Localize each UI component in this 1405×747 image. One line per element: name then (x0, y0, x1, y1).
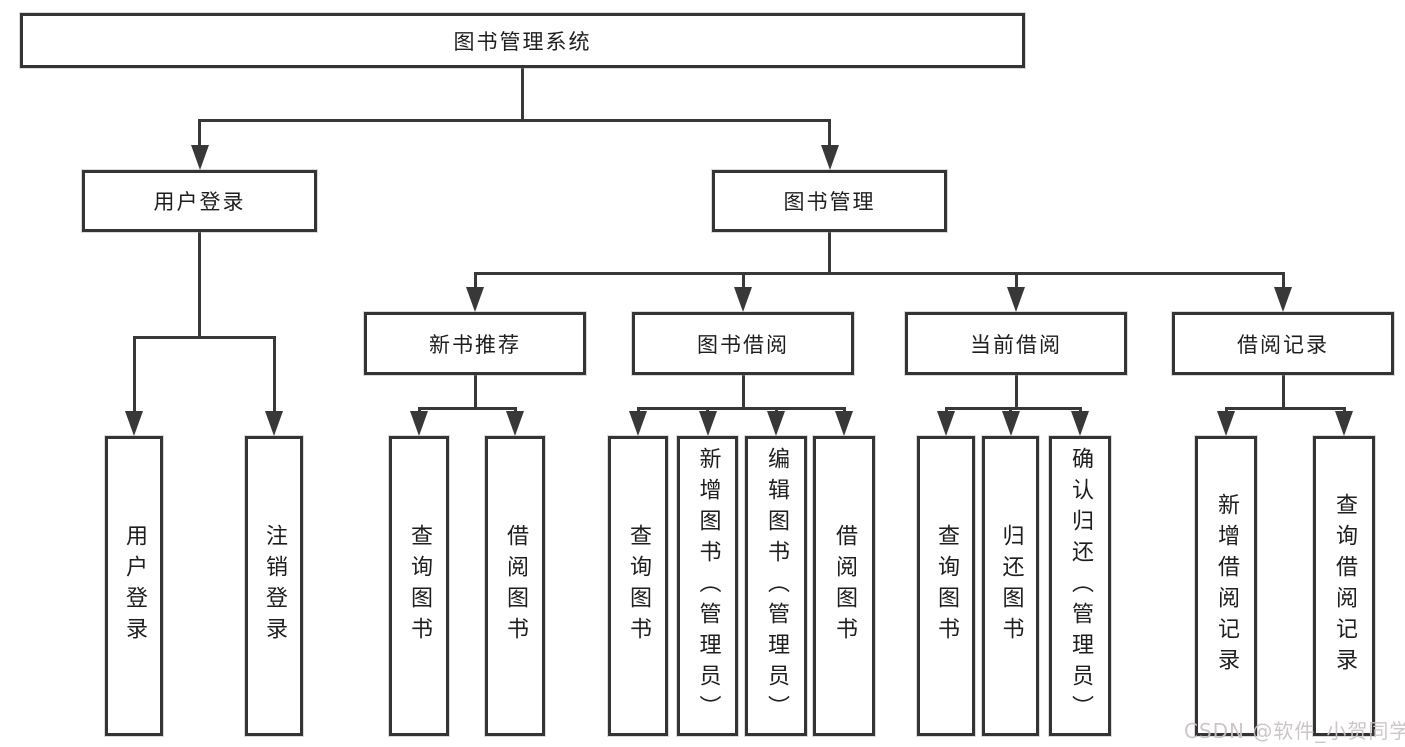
arrow-down-icon-current (1007, 287, 1025, 312)
node-v_login: 用户登录 (105, 436, 163, 736)
node-rec_query: 查询图书 (389, 436, 449, 736)
node-bor_edit: 编辑图书（管理员） (745, 436, 807, 736)
node-label-cur_confirm: 确认归还（管理员） (1068, 446, 1093, 726)
connector-rail-current (944, 407, 1082, 410)
connector-shaft-recommend (473, 272, 477, 295)
arrow-down-icon-rec_query (410, 411, 428, 436)
connector-shaft-v_login (132, 336, 136, 419)
node-borrow: 图书借阅 (632, 312, 854, 375)
arrow-down-icon-cur_query (937, 411, 955, 436)
connector-rail-borrow (636, 407, 846, 410)
arrow-down-icon-history (1274, 287, 1292, 312)
node-label-rec_borrow: 借阅图书 (503, 524, 528, 648)
node-cur_return: 归还图书 (982, 436, 1039, 736)
node-label-mgmt: 图书管理 (783, 190, 876, 214)
connector-stub-recommend (473, 375, 477, 410)
node-bor_query: 查询图书 (608, 436, 668, 736)
node-label-bor_edit: 编辑图书（管理员） (764, 446, 789, 726)
node-login: 用户登录 (82, 170, 317, 232)
csdn-watermark: CSDN @软件_小贺同学 (1184, 719, 1405, 743)
node-label-bor_query: 查询图书 (626, 524, 651, 648)
connector-stub-login (198, 232, 201, 339)
connector-stub-root (521, 68, 524, 122)
connector-rail-history (1224, 407, 1346, 410)
connector-rail-recommend (417, 407, 517, 410)
arrow-down-icon-v_logout (265, 411, 283, 436)
connector-rail-login (132, 336, 276, 339)
connector-shaft-history (1281, 272, 1285, 295)
arrow-down-icon-bor_borrow (835, 411, 853, 436)
node-history: 借阅记录 (1172, 312, 1394, 375)
node-label-login: 用户登录 (153, 190, 246, 214)
connector-rail-root (198, 119, 831, 122)
arrow-down-icon-his_add (1217, 411, 1235, 436)
node-current: 当前借阅 (905, 312, 1127, 375)
node-v_logout: 注销登录 (245, 436, 303, 736)
node-root: 图书管理系统 (20, 13, 1025, 68)
connector-shaft-current (1014, 272, 1018, 295)
node-label-cur_query: 查询图书 (934, 524, 959, 648)
connector-stub-current (1014, 375, 1018, 410)
node-rec_borrow: 借阅图书 (485, 436, 545, 736)
node-mgmt: 图书管理 (712, 170, 947, 232)
arrow-down-icon-v_login (125, 411, 143, 436)
node-cur_confirm: 确认归还（管理员） (1049, 436, 1111, 736)
connector-shaft-v_logout (272, 336, 276, 419)
arrow-down-icon-bor_edit (767, 411, 785, 436)
connector-stub-mgmt (828, 232, 831, 275)
node-bor_borrow: 借阅图书 (813, 436, 875, 736)
node-label-history: 借阅记录 (1237, 332, 1329, 357)
node-label-bor_add: 新增图书（管理员） (695, 446, 721, 726)
arrow-down-icon-mgmt (820, 145, 839, 170)
node-label-borrow: 图书借阅 (697, 332, 789, 357)
node-his_query: 查询借阅记录 (1313, 436, 1375, 736)
node-label-cur_return: 归还图书 (998, 524, 1024, 648)
arrow-down-icon-cur_return (1001, 411, 1020, 436)
node-label-v_login: 用户登录 (122, 524, 147, 648)
node-bor_add: 新增图书（管理员） (677, 436, 738, 736)
connector-stub-borrow (741, 375, 745, 410)
connector-rail-mgmt (473, 272, 1285, 275)
arrow-down-icon-his_query (1335, 411, 1353, 436)
node-recommend: 新书推荐 (364, 312, 586, 375)
arrow-down-icon-borrow (734, 287, 752, 312)
node-his_add: 新增借阅记录 (1195, 436, 1257, 736)
node-label-current: 当前借阅 (970, 332, 1062, 357)
arrow-down-icon-bor_query (629, 411, 647, 436)
connector-shaft-login (198, 119, 201, 153)
node-cur_query: 查询图书 (917, 436, 975, 736)
node-label-root: 图书管理系统 (453, 29, 592, 54)
node-label-recommend: 新书推荐 (429, 332, 521, 357)
arrow-down-icon-recommend (466, 287, 484, 312)
arrow-down-icon-login (190, 145, 209, 170)
node-label-bor_borrow: 借阅图书 (832, 524, 857, 648)
node-label-rec_query: 查询图书 (407, 524, 432, 648)
connector-shaft-mgmt (828, 119, 831, 153)
node-label-v_logout: 注销登录 (262, 524, 287, 648)
connector-shaft-borrow (741, 272, 745, 295)
arrow-down-icon-rec_borrow (506, 411, 524, 436)
node-label-his_query: 查询借阅记录 (1332, 493, 1357, 679)
connector-stub-history (1281, 375, 1285, 410)
node-label-his_add: 新增借阅记录 (1214, 493, 1239, 679)
arrow-down-icon-bor_add (698, 411, 717, 436)
arrow-down-icon-cur_confirm (1071, 411, 1089, 436)
